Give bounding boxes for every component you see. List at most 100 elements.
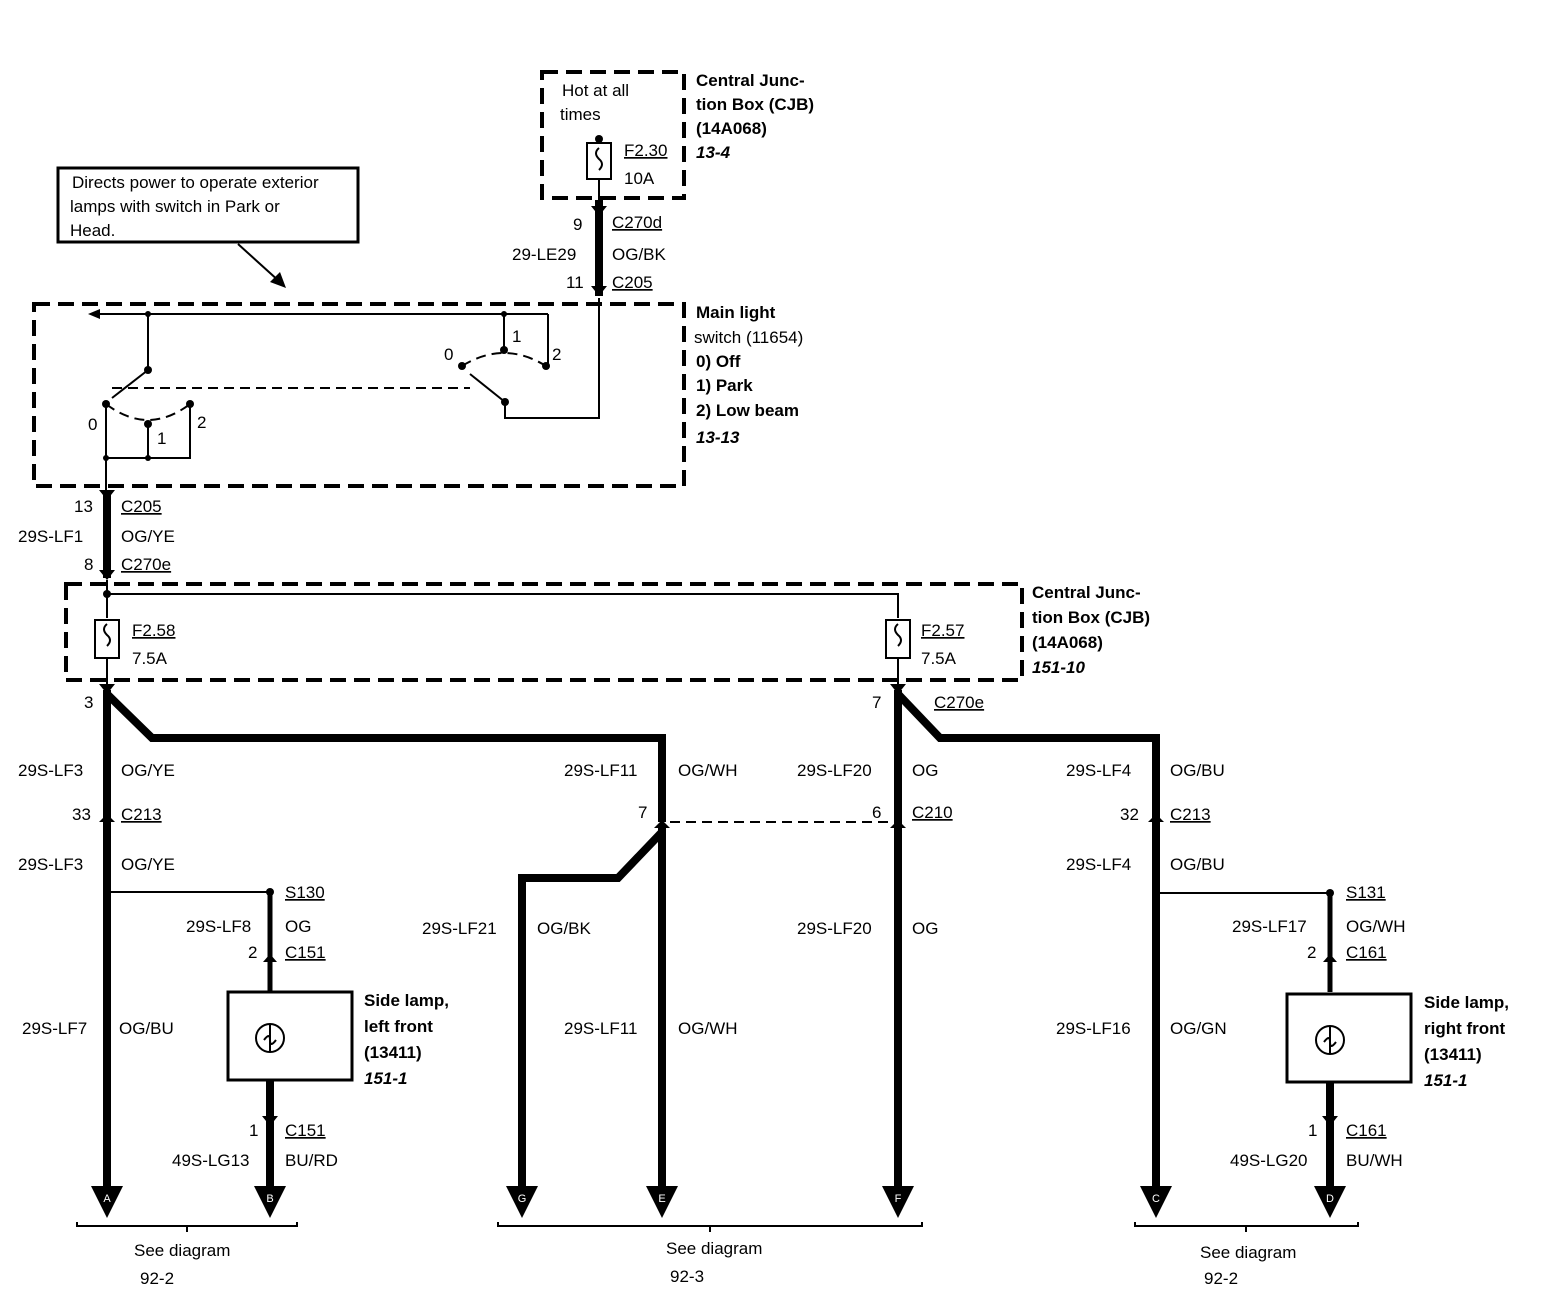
- main-light-switch: 0 1 2 0 1 2 Main light switch (11654) 0)…: [32, 298, 803, 492]
- cjb-top-ref: 13-4: [696, 143, 731, 162]
- circuit-lf4-b: 29S-LF4: [1066, 855, 1131, 874]
- arrow-f-label: F: [895, 1193, 902, 1205]
- color-lf8: OG: [285, 917, 311, 936]
- lamp-right-name-3: (13411): [1424, 1045, 1482, 1064]
- arrow-c: [1140, 1186, 1172, 1218]
- conn-c270d: C270d: [612, 213, 662, 232]
- switch-pos-off: 0) Off: [696, 352, 741, 371]
- arrow-d-label: D: [1326, 1193, 1334, 1205]
- switch-a-pos-2: 2: [197, 413, 206, 432]
- switch-a-pos-1: 1: [157, 429, 166, 448]
- fuse-f230-amps: 10A: [624, 169, 655, 188]
- pin-c151-1: 1: [249, 1121, 258, 1140]
- wire-29s-lf1: 13 C205 29S-LF1 OG/YE 8 C270e: [18, 490, 175, 580]
- cjb-top-name-3: (14A068): [696, 119, 767, 138]
- circuit-lf8: 29S-LF8: [186, 917, 251, 936]
- pin-8: 8: [84, 555, 93, 574]
- color-lf20-b: OG: [912, 919, 938, 938]
- cjb-mid-name-3: (14A068): [1032, 633, 1103, 652]
- circuit-lf16: 29S-LF16: [1056, 1019, 1131, 1038]
- lamp-right-ref: 151-1: [1424, 1071, 1467, 1090]
- lamp-right-name-2: right front: [1424, 1019, 1506, 1038]
- side-lamp-left: [226, 990, 354, 1082]
- arrow-g-label: G: [518, 1193, 527, 1205]
- cjb-mid-name-2: tion Box (CJB): [1032, 608, 1150, 627]
- pin-c161-2: 2: [1307, 943, 1316, 962]
- cjb-mid-ref: 151-10: [1032, 658, 1085, 677]
- arrow-d: [1314, 1186, 1346, 1218]
- circuit-lf11-b: 29S-LF11: [564, 1019, 637, 1038]
- conn-c161-bottom: C161: [1346, 1121, 1387, 1140]
- color-lf4-b: OG/BU: [1170, 855, 1225, 874]
- note-line-2: lamps with switch in Park or: [70, 197, 280, 216]
- note-line-1: Directs power to operate exterior: [72, 173, 319, 192]
- circuit-lf3-b: 29S-LF3: [18, 855, 83, 874]
- color-lf17: OG/WH: [1346, 917, 1406, 936]
- see-right-1: See diagram: [1200, 1243, 1296, 1262]
- see-middle-1: See diagram: [666, 1239, 762, 1258]
- cjb-top-name-1: Central Junc-: [696, 71, 805, 90]
- branch-wiring: 3 29S-LF3 OG/YE 33 C213 29S-LF3 OG/YE S1…: [18, 684, 1509, 1190]
- pin-33: 33: [72, 805, 91, 824]
- switch-pos-low-beam: 2) Low beam: [696, 401, 799, 420]
- note-pointer: [237, 243, 281, 283]
- circuit-lf11-a: 29S-LF11: [564, 761, 637, 780]
- circuit-lf3-a: 29S-LF3: [18, 761, 83, 780]
- side-lamp-right: [1285, 992, 1413, 1084]
- color-lf20-a: OG: [912, 761, 938, 780]
- see-left-2: 92-2: [140, 1269, 174, 1288]
- hot-label-1: Hot at all: [562, 81, 629, 100]
- circuit-29-le29: 29-LE29: [512, 245, 576, 264]
- conn-c270e-bottom: C270e: [934, 693, 984, 712]
- lamp-right-name-1: Side lamp,: [1424, 993, 1509, 1012]
- see-middle-2: 92-3: [670, 1267, 704, 1286]
- conn-c270e-top: C270e: [121, 555, 171, 574]
- cjb-top-name-2: tion Box (CJB): [696, 95, 814, 114]
- arrow-f: [882, 1186, 914, 1218]
- lamp-left-name-2: left front: [364, 1017, 433, 1036]
- circuit-lf7: 29S-LF7: [22, 1019, 87, 1038]
- arrow-g: [506, 1186, 538, 1218]
- pin-7-cjb: 7: [872, 693, 881, 712]
- circuit-lg13: 49S-LG13: [172, 1151, 250, 1170]
- note-box: Directs power to operate exterior lamps …: [56, 166, 360, 288]
- arrow-e: [646, 1186, 678, 1218]
- conn-c213-right: C213: [1170, 805, 1211, 824]
- pin-c161-1: 1: [1308, 1121, 1317, 1140]
- circuit-lf21: 29S-LF21: [422, 919, 497, 938]
- fuse-f257: [885, 619, 911, 659]
- switch-name-1: Main light: [696, 303, 776, 322]
- color-lg13: BU/RD: [285, 1151, 338, 1170]
- fuse-f230-label: F2.30: [624, 141, 667, 160]
- pin-3: 3: [84, 693, 93, 712]
- conn-c210: C210: [912, 803, 953, 822]
- arrow-a-label: A: [103, 1193, 111, 1205]
- arrow-a: [91, 1186, 123, 1218]
- conn-c151-top: C151: [285, 943, 326, 962]
- pin-c151-2: 2: [248, 943, 257, 962]
- pin-9: 9: [573, 215, 582, 234]
- color-lf21: OG/BK: [537, 919, 592, 938]
- color-lf7: OG/BU: [119, 1019, 174, 1038]
- pin-32: 32: [1120, 805, 1139, 824]
- conn-c161-top: C161: [1346, 943, 1387, 962]
- splice-s131: S131: [1346, 883, 1386, 902]
- fuse-f258: [94, 619, 120, 659]
- pin-13: 13: [74, 497, 93, 516]
- hot-label-2: times: [560, 105, 601, 124]
- color-lf11-a: OG/WH: [678, 761, 738, 780]
- arrow-b-label: B: [266, 1193, 273, 1205]
- conn-c213-left: C213: [121, 805, 162, 824]
- fuse-f257-amps: 7.5A: [921, 649, 957, 668]
- color-og-bk: OG/BK: [612, 245, 667, 264]
- pin-c210-6: 6: [872, 803, 881, 822]
- pin-c210-7: 7: [638, 803, 647, 822]
- note-arrowhead: [270, 272, 286, 288]
- color-lf3-a: OG/YE: [121, 761, 175, 780]
- switch-b-pos-2: 2: [552, 345, 561, 364]
- arrow-e-label: E: [658, 1193, 665, 1205]
- cjb-middle: F2.58 7.5A F2.57 7.5A Central Junc- tion…: [64, 580, 1150, 686]
- wire-29-le29: 9 C270d 29-LE29 OG/BK 11 C205: [512, 179, 667, 296]
- splice-s130: S130: [285, 883, 325, 902]
- arrow-c-label: C: [1152, 1193, 1160, 1205]
